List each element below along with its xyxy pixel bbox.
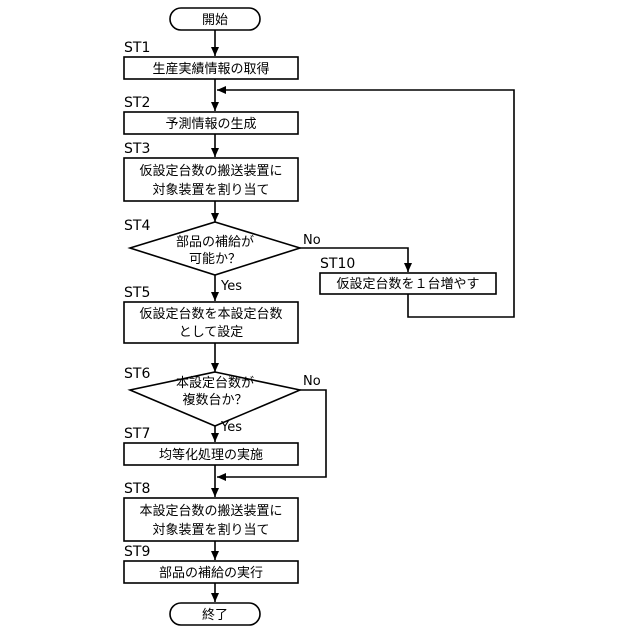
step-text-st9: 部品の補給の実行 [159,565,263,581]
decision-st6: ST6 本設定台数が 複数台か？ No Yes [124,366,321,435]
step-text-st3-line1: 仮設定台数の搬送装置に [139,163,282,179]
end-text: 終了 [202,607,228,623]
step-label-st6: ST6 [124,366,150,382]
branch-st4-no: No [303,233,321,248]
step-text-st5-line1: 仮設定台数を本設定台数 [139,306,282,322]
step-st3: ST3 仮設定台数の搬送装置に 対象装置を割り当て [124,141,298,201]
step-label-st10: ST10 [320,256,355,272]
step-st9: ST9 部品の補給の実行 [124,544,298,583]
decision-text-st4-line2: 可能か？ [189,252,241,267]
step-label-st4: ST4 [124,218,150,234]
step-text-st8-line1: 本設定台数の搬送装置に [139,503,282,519]
step-st5: ST5 仮設定台数を本設定台数 として設定 [124,285,298,343]
step-st7: ST7 均等化処理の実施 [124,426,298,465]
start-terminal: 開始 [170,8,260,30]
step-label-st8: ST8 [124,481,150,497]
step-label-st7: ST7 [124,426,150,442]
step-text-st3-line2: 対象装置を割り当て [152,182,269,198]
step-text-st2: 予測情報の生成 [165,117,256,132]
decision-st4: ST4 部品の補給が 可能か？ No Yes [124,218,321,294]
branch-st6-yes: Yes [220,420,242,435]
decision-text-st4-line1: 部品の補給が [176,235,254,250]
step-text-st8-line2: 対象装置を割り当て [152,522,269,538]
step-text-st1: 生産実績情報の取得 [152,61,269,77]
step-label-st1: ST1 [124,40,150,56]
decision-text-st6-line1: 本設定台数が [176,375,254,391]
end-terminal: 終了 [170,603,260,625]
step-label-st3: ST3 [124,141,150,157]
start-text: 開始 [202,13,228,28]
step-label-st9: ST9 [124,544,150,560]
step-st8: ST8 本設定台数の搬送装置に 対象装置を割り当て [124,481,298,541]
step-label-st5: ST5 [124,285,150,301]
branch-st4-yes: Yes [220,279,242,294]
step-text-st10: 仮設定台数を１台増やす [336,276,479,292]
branch-st6-no: No [303,374,321,389]
step-st2: ST2 予測情報の生成 [124,95,298,134]
step-st1: ST1 生産実績情報の取得 [124,40,298,79]
step-label-st2: ST2 [124,95,150,111]
step-text-st5-line2: として設定 [179,324,244,340]
step-text-st7: 均等化処理の実施 [159,447,263,463]
decision-text-st6-line2: 複数台か？ [182,392,247,408]
